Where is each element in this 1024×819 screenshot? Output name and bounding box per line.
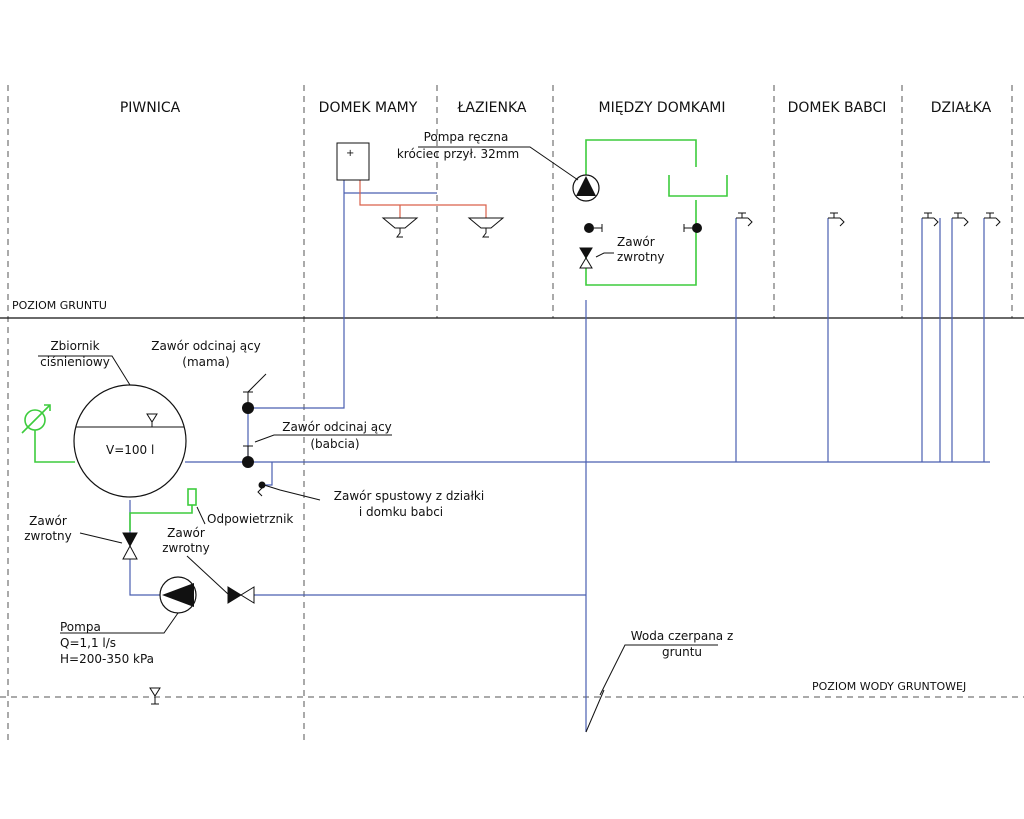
check-valve-top-label-2: zwrotny bbox=[617, 250, 665, 264]
pump-label-1: Pompa bbox=[60, 620, 101, 634]
basin-icon bbox=[381, 217, 419, 238]
air-vent-icon bbox=[187, 488, 197, 506]
drain-valve-label-2: i domku babci bbox=[359, 505, 443, 519]
air-vent-label: Odpowietrznik bbox=[207, 512, 293, 526]
zone-dividers bbox=[7, 85, 1013, 740]
drain-valve-label-1: Zawór spustowy z działki bbox=[334, 489, 484, 503]
tap-icon bbox=[922, 212, 939, 227]
shutoff-babcia-label-2: (babcia) bbox=[310, 437, 359, 451]
zone-lazienka: ŁAZIENKA bbox=[457, 100, 527, 116]
tap-icon bbox=[736, 212, 753, 227]
shutoff-babcia-label-1: Zawór odcinaj ący bbox=[282, 420, 392, 434]
check-valve-top-label-1: Zawór bbox=[617, 235, 655, 249]
water-heater bbox=[336, 142, 370, 181]
blue-pipes bbox=[129, 180, 990, 732]
well-label-2: gruntu bbox=[662, 645, 702, 659]
pump-label-3: H=200-350 kPa bbox=[60, 652, 154, 666]
tap-icon bbox=[828, 212, 845, 227]
tap-icon bbox=[952, 212, 969, 227]
valve-icon bbox=[584, 223, 603, 233]
drain-valve-icon bbox=[257, 481, 266, 497]
zone-miedzy-domkami: MIĘDZY DOMKAMI bbox=[598, 100, 725, 116]
hand-pump-label-1: Pompa ręczna bbox=[424, 130, 509, 144]
tap-icons bbox=[736, 212, 1001, 227]
leader-lines bbox=[38, 146, 718, 696]
well-label-1: Woda czerpana z bbox=[631, 629, 734, 643]
shutoff-mama-label-2: (mama) bbox=[182, 355, 229, 369]
basin-icon bbox=[467, 217, 505, 238]
shutoff-valve-mama-icon bbox=[242, 391, 254, 414]
tank-label-1: Zbiornik bbox=[50, 339, 99, 353]
check-valve-left-label-2: zwrotny bbox=[24, 529, 72, 543]
water-heater-plus: + bbox=[346, 148, 354, 159]
check-valve-left-label-1: Zawór bbox=[29, 514, 67, 528]
check-valve-mid-label-2: zwrotny bbox=[162, 541, 210, 555]
ground-level-label: POZIOM GRUNTU bbox=[12, 299, 107, 312]
zone-titles: PIWNICA DOMEK MAMY ŁAZIENKA MIĘDZY DOMKA… bbox=[120, 100, 992, 116]
well-inlet bbox=[585, 689, 605, 733]
green-pipes bbox=[34, 139, 697, 531]
tap-icon bbox=[984, 212, 1001, 227]
shutoff-mama-label-1: Zawór odcinaj ący bbox=[151, 339, 261, 353]
tray-tank bbox=[668, 175, 728, 197]
check-valve-mid-label-1: Zawór bbox=[167, 526, 205, 540]
check-valve-mid-icon bbox=[227, 586, 255, 604]
groundwater-level-label: POZIOM WODY GRUNTOWEJ bbox=[812, 680, 966, 693]
shutoff-valve-babcia-icon bbox=[242, 445, 254, 468]
zone-domek-babci: DOMEK BABCI bbox=[788, 100, 887, 116]
pressure-tank bbox=[73, 384, 187, 498]
red-pipes bbox=[359, 180, 487, 218]
water-level-symbol-icon bbox=[149, 687, 161, 705]
zone-domek-mamy: DOMEK MAMY bbox=[319, 100, 418, 116]
valve-icon bbox=[683, 223, 702, 233]
hand-pump-label-2: króciec przył. 32mm bbox=[397, 147, 519, 161]
zone-dzialka: DZIAŁKA bbox=[931, 100, 992, 116]
hand-pump-icon bbox=[572, 174, 600, 202]
zone-piwnica: PIWNICA bbox=[120, 100, 181, 116]
pump-label-2: Q=1,1 l/s bbox=[60, 636, 116, 650]
tank-volume: V=100 l bbox=[106, 443, 154, 457]
check-valve-icon bbox=[579, 247, 593, 269]
pressure-gauge-icon bbox=[21, 404, 51, 434]
tank-label-2: ciśnieniowy bbox=[40, 355, 110, 369]
check-valve-left-icon bbox=[122, 532, 138, 560]
pump-icon bbox=[159, 576, 197, 614]
